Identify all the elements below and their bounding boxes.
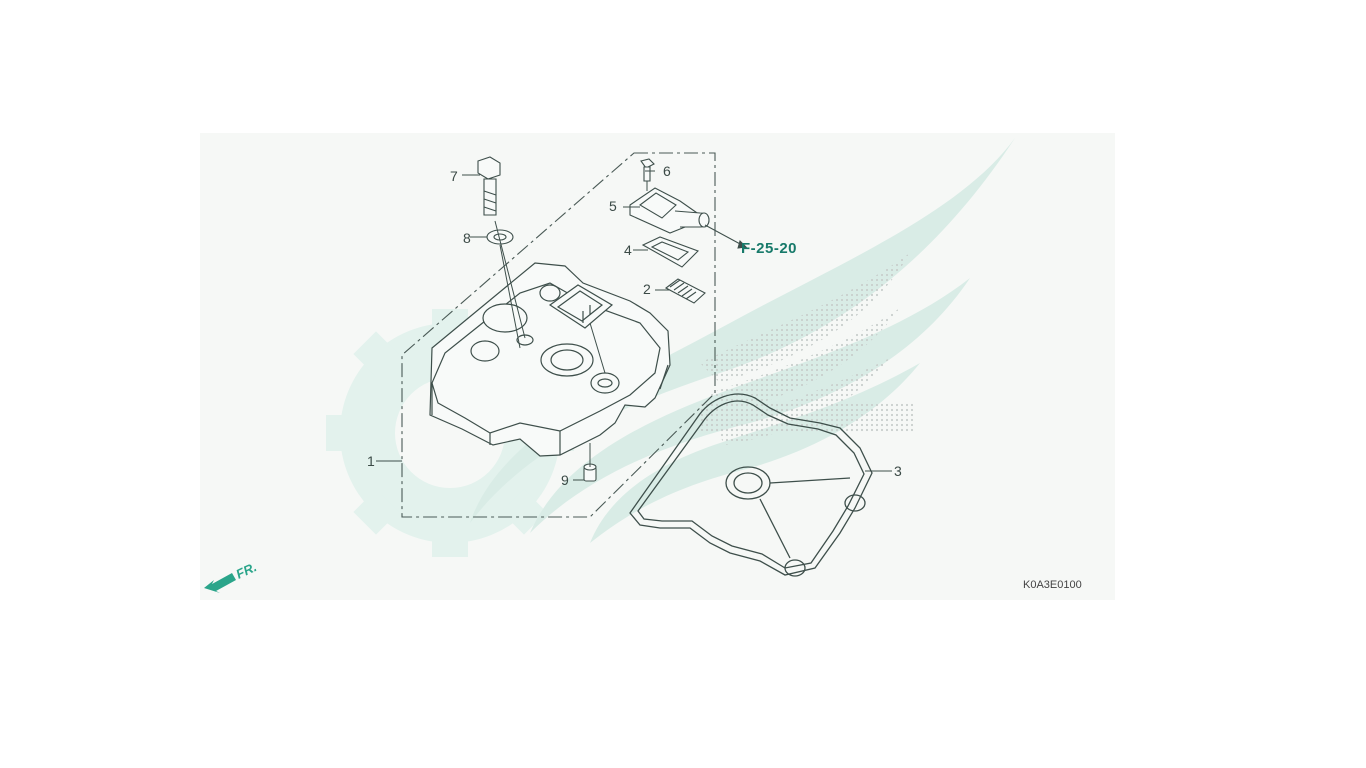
- head-cover-gasket-drawing: [629, 393, 873, 577]
- breather-gasket-drawing: [641, 236, 699, 268]
- diagram-code: K0A3E0100: [1023, 579, 1082, 591]
- breather-cover-drawing: [629, 187, 710, 234]
- parts-diagram-panel: HONDA: [200, 133, 1115, 600]
- assembly-boundary-box: [401, 152, 716, 518]
- exploded-view-diagram: HONDA: [204, 138, 1015, 593]
- part-label-1[interactable]: 1: [367, 453, 375, 469]
- part-label-7[interactable]: 7: [450, 168, 458, 184]
- part-label-4[interactable]: 4: [624, 242, 632, 258]
- front-direction-arrow-icon: [204, 573, 236, 593]
- leader-lines: [376, 170, 892, 481]
- part-label-6[interactable]: 6: [663, 163, 671, 179]
- dotted-wing-watermark-icon: [700, 253, 915, 445]
- part-label-2[interactable]: 2: [643, 281, 651, 297]
- flange-bolt-drawing: [640, 158, 655, 182]
- part-label-5[interactable]: 5: [609, 198, 617, 214]
- cylinder-head-cover-drawing: [429, 262, 671, 457]
- brand-watermark-text: HONDA: [705, 403, 860, 441]
- part-label-8[interactable]: 8: [463, 230, 471, 246]
- element-drawing: [664, 278, 706, 304]
- part-label-3[interactable]: 3: [894, 463, 902, 479]
- reference-arrow-icon: [704, 224, 748, 249]
- reference-link-f-25-20[interactable]: F-25-20: [741, 240, 798, 257]
- part-label-9[interactable]: 9: [561, 472, 569, 488]
- head-cover-bolt-drawing: [477, 156, 501, 216]
